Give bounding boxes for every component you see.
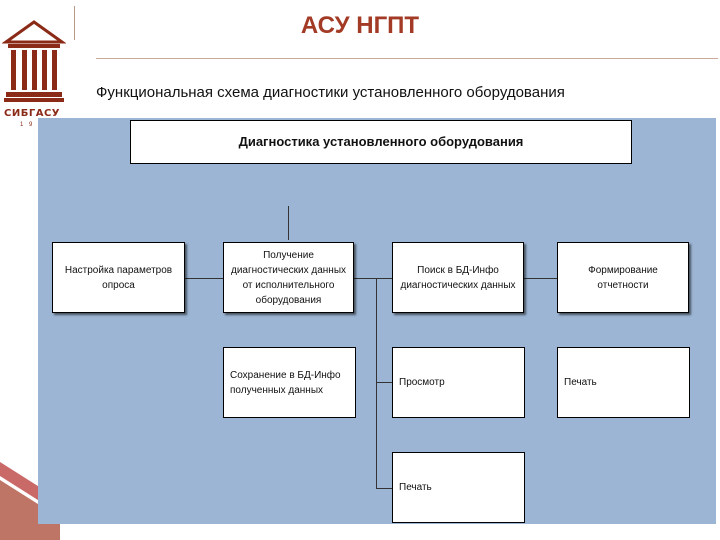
node-search-label: Поиск в БД-Инфо диагностических данных [400,264,516,291]
connector-to-print [376,488,392,489]
node-save: Сохранение в БД-Инфо полученных данных [223,347,356,418]
node-receive-label: Получение диагностических данных от испо… [230,249,347,306]
connector-receive-search [354,278,392,279]
page-title: АСУ НГПТ [300,12,420,39]
node-settings: Настройка параметров опроса [52,242,185,313]
node-view-label: Просмотр [399,377,445,388]
diagram-panel: Диагностика установленного оборудования … [38,118,716,524]
logo-caption: СИБГАСУ [4,108,60,119]
node-report: Формирование отчетности [557,242,689,313]
page-subtitle: Функциональная схема диагностики установ… [96,84,565,101]
node-save-label: Сохранение в БД-Инфо полученных данных [230,369,341,396]
node-print-report-label: Печать [564,377,597,388]
header-divider-vertical [74,6,75,40]
connector-search-report [524,278,557,279]
node-print-search-label: Печать [399,482,432,493]
connector-settings-receive [185,278,223,279]
node-settings-label: Настройка параметров опроса [64,264,173,291]
root-node-label: Диагностика установленного оборудования [238,134,524,150]
node-receive: Получение диагностических данных от испо… [223,242,354,313]
university-logo [2,20,66,102]
connector-root-down [288,206,289,240]
node-search: Поиск в БД-Инфо диагностических данных [392,242,524,313]
logo-year: 1 9 3 0 [20,122,53,128]
node-view: Просмотр [392,347,525,418]
connector-to-view [376,382,392,383]
node-print-report: Печать [557,347,690,418]
node-report-label: Формирование отчетности [588,264,658,291]
connector-search-branch [376,278,377,488]
node-print-search: Печать [392,452,525,523]
title-underline [96,58,718,59]
diagram-root-node: Диагностика установленного оборудования [130,120,632,164]
